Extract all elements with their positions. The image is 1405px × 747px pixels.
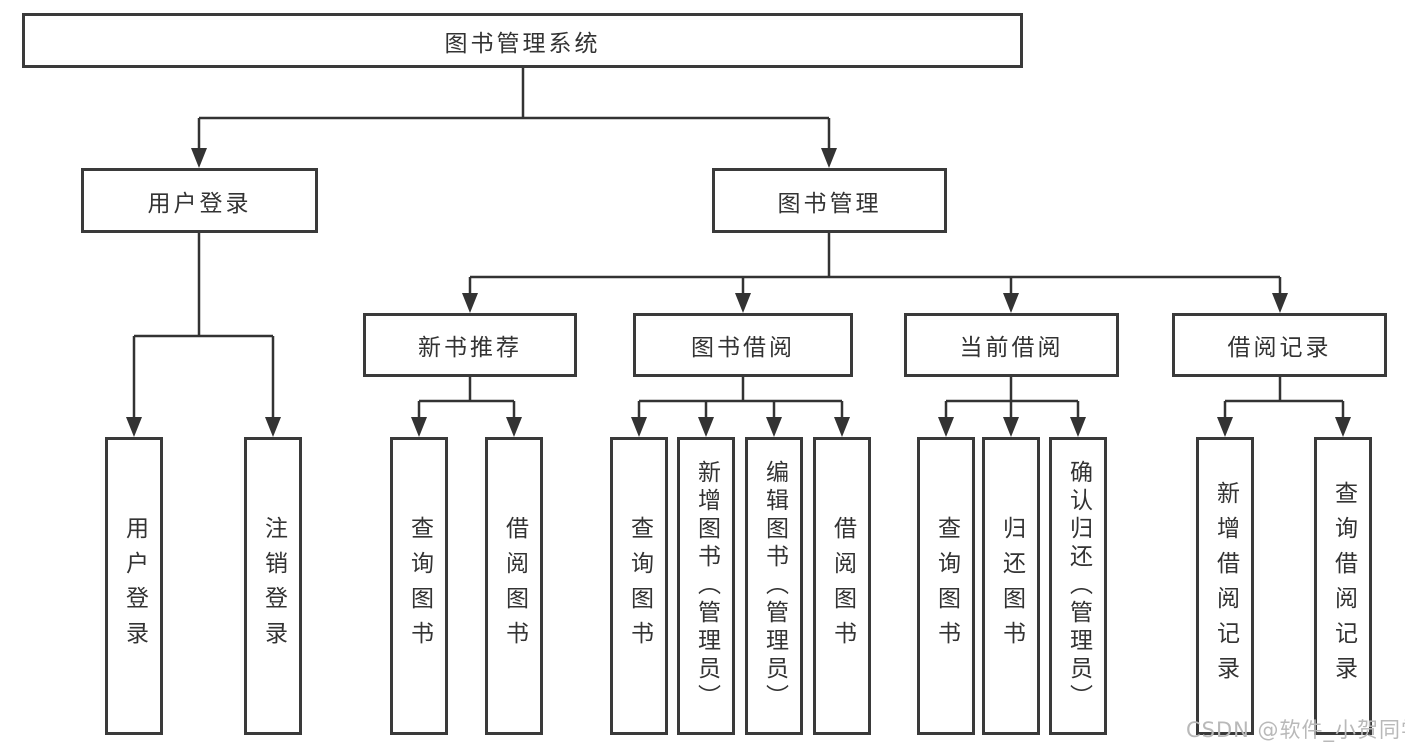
- leaf-borrow-edit-books-admin: 编辑图书（管理员）: [745, 437, 803, 735]
- leaf-borrow-add-books-admin: 新增图书（管理员）: [677, 437, 735, 735]
- leaf-user-login: 用户登录: [105, 437, 163, 735]
- leaf-borrow-query-books: 查询图书: [610, 437, 668, 735]
- leaf-current-query-books: 查询图书: [917, 437, 975, 735]
- leaf-current-confirm-return-admin: 确认归还（管理员）: [1049, 437, 1107, 735]
- node-current-borrow: 当前借阅: [904, 313, 1119, 377]
- node-borrow-records: 借阅记录: [1172, 313, 1387, 377]
- leaf-recommend-query-books: 查询图书: [390, 437, 448, 735]
- node-new-book-recommend: 新书推荐: [363, 313, 577, 377]
- leaf-current-return-books: 归还图书: [982, 437, 1040, 735]
- node-user-login: 用户登录: [81, 168, 318, 233]
- leaf-logout: 注销登录: [244, 437, 302, 735]
- csdn-watermark: CSDN @软件_小贺同学: [1186, 718, 1405, 742]
- node-book-management: 图书管理: [712, 168, 947, 233]
- node-root: 图书管理系统: [22, 13, 1023, 68]
- leaf-recommend-borrow-books: 借阅图书: [485, 437, 543, 735]
- leaf-borrow-borrow-books: 借阅图书: [813, 437, 871, 735]
- leaf-records-add-record: 新增借阅记录: [1196, 437, 1254, 735]
- node-book-borrow: 图书借阅: [633, 313, 853, 377]
- leaf-records-query-record: 查询借阅记录: [1314, 437, 1372, 735]
